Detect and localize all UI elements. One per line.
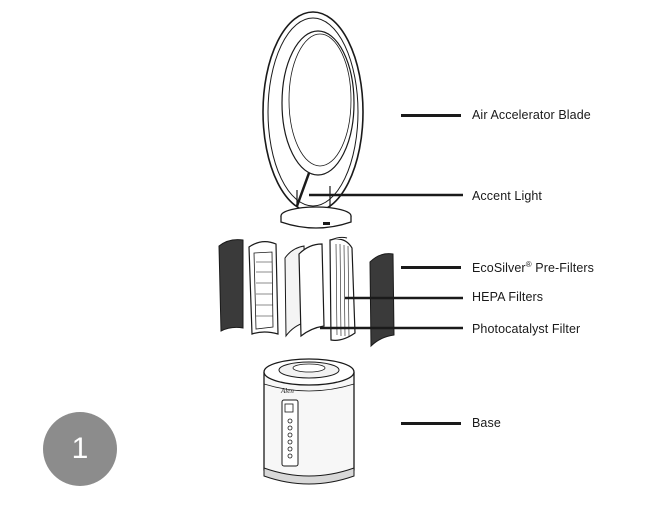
blade-stand	[280, 206, 352, 229]
label-ecosilver-brand: EcoSilver	[472, 261, 526, 276]
step-number-badge: 1	[43, 412, 117, 486]
label-accent-light: Accent Light	[472, 189, 542, 203]
hepa-filter-left	[248, 241, 279, 335]
label-air-accelerator-blade: Air Accelerator Blade	[472, 108, 591, 122]
label-prefilter-suffix: Pre-Filters	[531, 261, 595, 276]
svg-text:Alen: Alen	[280, 387, 294, 395]
base-unit: Alen	[263, 358, 355, 485]
base-leader	[401, 422, 461, 425]
blade-leader	[401, 114, 461, 117]
label-hepa-filters: HEPA Filters	[472, 290, 544, 304]
prefilter-right	[369, 253, 395, 348]
label-base: Base	[472, 416, 501, 430]
label-ecosilver-prefilters: EcoSilver® Pre-Filters	[472, 260, 594, 275]
registered-mark: ®	[525, 260, 532, 269]
accent-light-bar	[295, 172, 311, 207]
prefilter-leader	[401, 266, 461, 269]
photocatalyst-filter-left	[284, 243, 325, 338]
air-accelerator-blade	[262, 11, 364, 213]
prefilter-left	[218, 239, 244, 332]
label-photocatalyst-filter: Photocatalyst Filter	[472, 322, 581, 336]
hepa-filter-right	[329, 236, 356, 341]
